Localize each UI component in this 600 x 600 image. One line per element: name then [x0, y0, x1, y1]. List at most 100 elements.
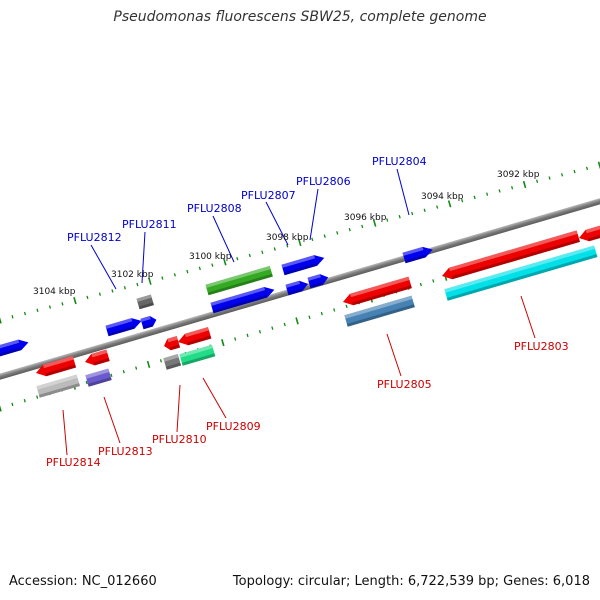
- gene-label-PFLU2807: PFLU2807: [241, 189, 296, 202]
- gene-arrow-PFLU2811-grey: [136, 294, 154, 310]
- leader-line: [62, 409, 68, 456]
- gene-label-PFLU2813: PFLU2813: [98, 445, 153, 458]
- gene-label-PFLU2803: PFLU2803: [514, 340, 569, 353]
- scale-tick: [111, 289, 114, 293]
- accession-text: Accession: NC_012660: [9, 574, 157, 589]
- gene-arrow-PFLU2810: [164, 336, 181, 351]
- leader-line: [396, 168, 410, 216]
- scale-tick: [511, 185, 514, 190]
- scale-tick: [348, 227, 351, 232]
- gene-arrow-PFLU2811: [140, 315, 157, 330]
- scale-tick: [261, 250, 264, 254]
- scale-tick: [23, 311, 27, 316]
- scale-tick: [161, 276, 164, 280]
- scale-label-3104: 3104 kbp: [33, 287, 76, 297]
- gene-arrow-PFLU2806a: [281, 255, 325, 276]
- scale-tick: [85, 380, 88, 385]
- gene-arrow-PFLU2813: [85, 349, 110, 366]
- scale-label-3096: 3096 kbp: [344, 213, 387, 223]
- gene-label-PFLU2804: PFLU2804: [372, 155, 427, 168]
- scale-tick: [295, 317, 299, 325]
- scale-tick: [248, 253, 251, 258]
- gene-arrow-PFLU2802: [579, 225, 600, 242]
- scale-tick: [345, 304, 348, 309]
- scale-tick: [273, 247, 276, 251]
- scale-tick: [473, 195, 476, 200]
- scale-tick: [73, 297, 77, 305]
- scale-tick: [123, 286, 126, 290]
- scale-label-3092: 3092 kbp: [497, 170, 540, 180]
- scale-tick: [283, 322, 286, 327]
- gene-label-PFLU2814: PFLU2814: [46, 456, 101, 469]
- gene-arrow-PFLU2813-purple: [85, 368, 112, 387]
- leader-line: [386, 333, 402, 377]
- scale-tick: [535, 179, 539, 183]
- scale-tick: [0, 405, 2, 412]
- scale-label-3098: 3098 kbp: [266, 233, 309, 243]
- gene-arrow-left-edge: [0, 339, 29, 357]
- leader-line: [309, 188, 319, 241]
- scale-tick: [411, 211, 414, 216]
- leader-line: [176, 384, 181, 433]
- leader-line: [520, 295, 536, 339]
- gene-arrow-PFLU2814: [36, 356, 77, 377]
- gene-arrow-PFLU2812: [105, 318, 142, 337]
- scale-tick: [48, 305, 52, 309]
- gene-arrow-PFLU2804: [402, 246, 433, 264]
- gene-arrow-PFLU2803: [442, 230, 580, 280]
- gene-label-PFLU2810: PFLU2810: [152, 433, 207, 446]
- scale-tick: [573, 169, 576, 174]
- gene-arrow-PFLU2810-grey: [163, 354, 182, 370]
- scale-tick: [86, 295, 89, 300]
- scale-tick: [11, 315, 14, 319]
- scale-tick: [36, 395, 39, 399]
- scale-tick: [258, 330, 262, 334]
- leader-line: [103, 396, 121, 444]
- gene-label-PFLU2811: PFLU2811: [122, 218, 177, 231]
- scale-tick: [585, 166, 589, 171]
- gene-arrow-PFLU2807: [285, 280, 309, 296]
- scale-tick: [398, 215, 401, 219]
- scale-tick: [0, 317, 2, 324]
- gene-label-PFLU2809: PFLU2809: [206, 420, 261, 433]
- scale-tick: [122, 369, 125, 374]
- scale-tick: [498, 189, 501, 193]
- scale-tick: [246, 333, 249, 338]
- scale-tick: [336, 231, 339, 235]
- scale-tick: [234, 337, 237, 341]
- gene-label-PFLU2806: PFLU2806: [296, 175, 351, 188]
- leader-line: [202, 377, 227, 419]
- scale-tick: [447, 200, 452, 208]
- gene-arrow-PFLU2806b: [307, 274, 329, 289]
- scale-tick: [548, 176, 551, 180]
- scale-tick: [23, 399, 26, 403]
- scale-tick: [236, 256, 239, 261]
- scale-tick: [436, 205, 439, 209]
- gene-arrow-PFLU2805: [343, 276, 412, 306]
- scale-tick: [432, 279, 435, 283]
- scale-tick: [211, 263, 214, 267]
- scale-tick: [423, 208, 426, 213]
- scale-tick: [136, 282, 139, 287]
- gene-label-PFLU2812: PFLU2812: [67, 231, 122, 244]
- scale-tick: [11, 402, 14, 407]
- scale-tick: [223, 258, 227, 266]
- scale-tick: [372, 219, 377, 227]
- scale-tick: [522, 180, 527, 189]
- scale-tick: [333, 308, 336, 312]
- scale-label-3094: 3094 kbp: [421, 192, 464, 202]
- leader-line: [265, 201, 289, 246]
- gene-arrow-PFLU2808-green: [205, 265, 273, 296]
- scale-label-3102: 3102 kbp: [111, 270, 154, 280]
- scale-tick: [308, 315, 311, 319]
- scale-label-3100: 3100 kbp: [189, 252, 232, 262]
- scale-tick: [148, 277, 152, 285]
- scale-tick: [286, 244, 289, 248]
- scale-tick: [159, 359, 162, 363]
- gene-label-PFLU2805: PFLU2805: [377, 378, 432, 391]
- leader-line: [90, 244, 117, 290]
- scale-tick: [271, 326, 274, 330]
- scale-tick: [221, 339, 225, 347]
- gene-arrow-PFLU2809-green: [179, 344, 216, 366]
